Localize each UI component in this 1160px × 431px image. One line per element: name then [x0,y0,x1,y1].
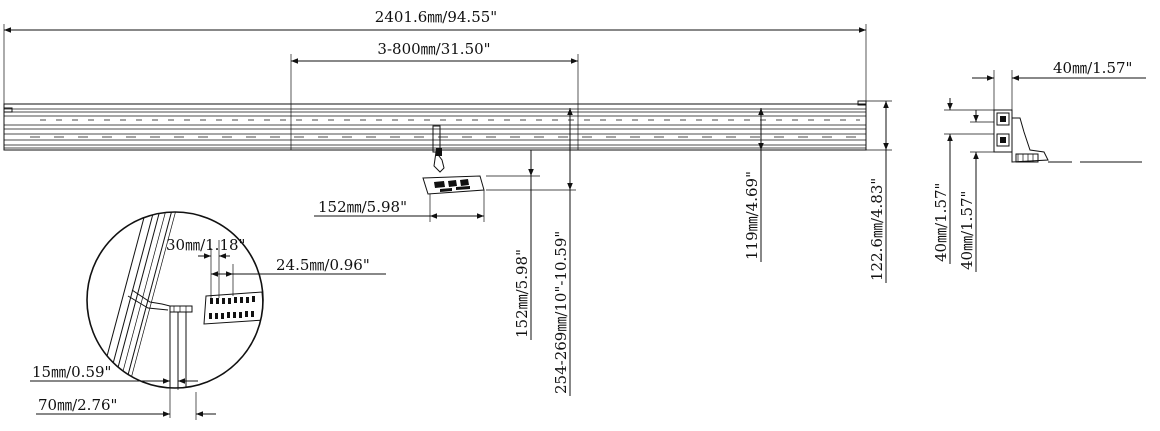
segment-length-dimension: 3-800㎜/31.50" [290,40,579,150]
step-width-label: 152㎜/5.98" [318,198,407,216]
step-height-range-dimension: 254-269㎜/10"-10.59" [486,108,576,396]
step-height-range-label: 254-269㎜/10"-10.59" [552,231,570,394]
detail-plate-holes [209,296,255,319]
total-length-label: 2401.6㎜/94.55" [375,8,497,26]
rail-long-view [3,100,867,151]
bracket-thickness-dimension: 15㎜/0.59" [30,363,198,418]
step-bracket [432,125,445,173]
rail-height-dimension: 122.6㎜/4.83" [866,100,892,283]
profile-width-label: 40㎜/1.57" [1053,59,1132,77]
bracket-width-dimension: 70㎜/2.76" [36,392,216,420]
step-plate [422,175,485,195]
rail-height-label: 122.6㎜/4.83" [868,178,886,281]
bracket-width-label: 70㎜/2.76" [38,396,117,414]
step-depth-dimension: 152㎜/5.98" [486,150,540,340]
step-width-dimension: 152㎜/5.98" [314,190,485,222]
detail-view [86,211,264,389]
hole-pitch-dimension: 30㎜/1.18" [166,236,245,298]
hole-pitch-label: 30㎜/1.18" [166,236,245,254]
bracket-thickness-label: 15㎜/0.59" [32,363,111,381]
step-depth-label: 152㎜/5.98" [513,249,531,338]
total-length-dimension: 2401.6㎜/94.55" [3,8,867,104]
profile-height-b-dimension: 40㎜/1.57" [958,110,994,272]
rail-drop-dimension: 119㎜/4.69" [743,108,764,262]
profile-height-a-dimension: 40㎜/1.57" [932,98,994,264]
profile-height-b-label: 40㎜/1.57" [958,191,976,270]
segment-length-label: 3-800㎜/31.50" [377,40,490,58]
profile-section [993,109,1142,163]
hole-spacing-dimension: 24.5㎜/0.96" [211,256,386,296]
profile-width-dimension: 40㎜/1.57" [972,59,1146,118]
profile-height-a-label: 40㎜/1.57" [932,183,950,262]
rail-drop-label: 119㎜/4.69" [743,171,761,260]
hole-spacing-label: 24.5㎜/0.96" [276,256,370,274]
